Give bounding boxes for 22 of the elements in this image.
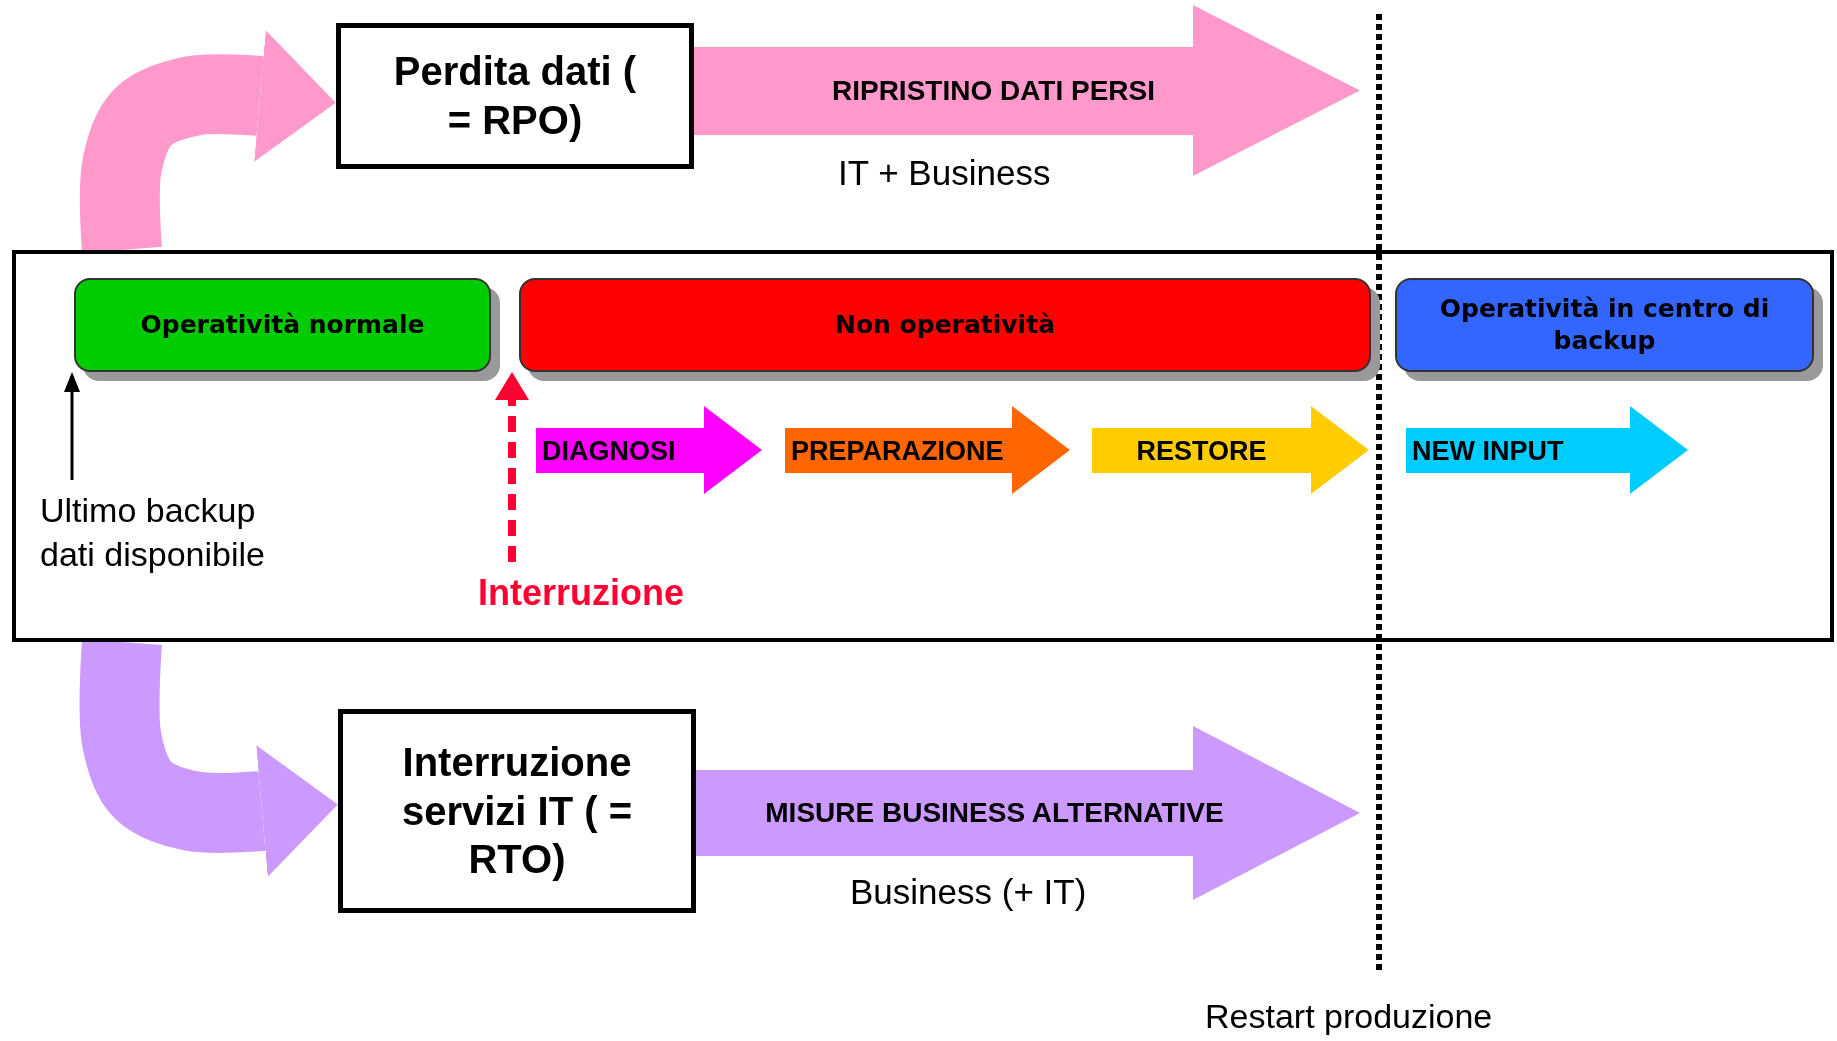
phase-label: Operatività normale [139,308,426,341]
phase-label: Operatività in centro di backup [1438,292,1771,357]
curved-arrow [79,30,336,253]
process-box [336,23,694,169]
arrow-label: MISURE BUSINESS ALTERNATIVE [764,797,1225,829]
arrow-caption: IT + Business [838,153,1051,193]
box-label: Perdita dati ( = RPO) [392,48,638,144]
step-label: RESTORE [1135,436,1268,466]
arrow [64,372,80,480]
process-box [338,709,696,913]
frame-panel [12,250,1834,642]
phase-label: Non operatività [833,308,1056,341]
axis-note: Restart produzione [1205,996,1493,1036]
arrow-caption: Business (+ IT) [850,872,1087,912]
arrow-label: RIPRISTINO DATI PERSI [830,75,1157,107]
box-label: Interruzione servizi IT ( = RTO) [400,738,634,884]
step-label: DIAGNOSI [542,436,676,466]
curved-arrow [79,639,338,877]
annotation-text: Interruzione [478,571,685,615]
step-label: PREPARAZIONE [791,436,1004,466]
annotation-text: Ultimo backup dati disponibile [40,490,266,576]
step-label: NEW INPUT [1412,436,1564,466]
